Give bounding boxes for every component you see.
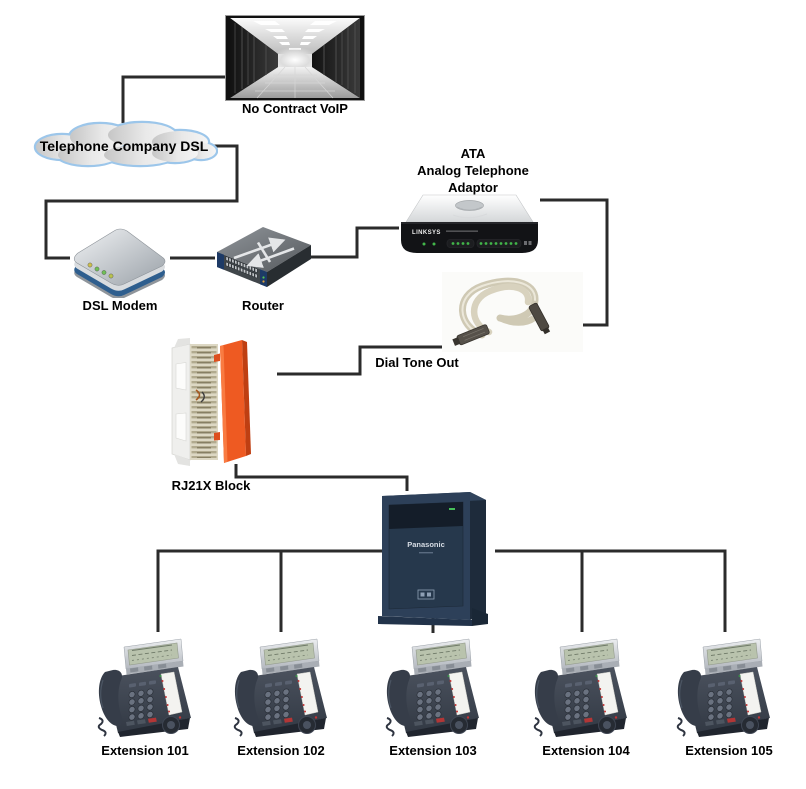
extension-102-label: Extension 102 <box>237 743 325 758</box>
amphenol-cable-image <box>442 272 583 352</box>
voip-server-label: No Contract VoIP <box>242 101 348 116</box>
cloud-label: Telephone Company DSL <box>39 138 209 154</box>
extension-101-label: Extension 101 <box>101 743 189 758</box>
phone-ext-105-image <box>671 634 777 738</box>
phone-ext-101-image <box>92 634 198 738</box>
connector-bus-left <box>156 549 383 632</box>
phone-ext-104-image <box>528 634 634 738</box>
connector-router-to-ata <box>311 226 399 259</box>
extension-105-label: Extension 105 <box>685 743 773 758</box>
phone-ext-103-image <box>380 634 486 738</box>
pbx-cabinet-image <box>372 478 497 628</box>
ata-image <box>397 192 542 258</box>
dsl-modem-image <box>64 216 176 298</box>
extension-103-label: Extension 103 <box>389 743 477 758</box>
router-image <box>207 216 319 298</box>
dial-tone-out-label: Dial Tone Out <box>375 355 459 370</box>
extension-104-label: Extension 104 <box>542 743 630 758</box>
voip-server-room-image <box>225 15 365 101</box>
connector-bus-right <box>495 549 727 632</box>
ata-label-line3: Adaptor <box>448 180 498 195</box>
router-label: Router <box>242 298 284 313</box>
ata-label-line1: ATA <box>460 146 486 161</box>
phone-ext-102-image <box>228 634 334 738</box>
telephone-company-cloud <box>33 120 218 168</box>
dsl-modem-label: DSL Modem <box>82 298 158 313</box>
ata-label-line2: Analog Telephone <box>417 163 529 178</box>
rj21x-block-image <box>160 336 252 468</box>
ata-label: ATA Analog Telephone Adaptor <box>417 145 529 196</box>
connector-voip-to-cloud <box>121 75 225 123</box>
rj21x-label: RJ21X Block <box>171 478 251 493</box>
